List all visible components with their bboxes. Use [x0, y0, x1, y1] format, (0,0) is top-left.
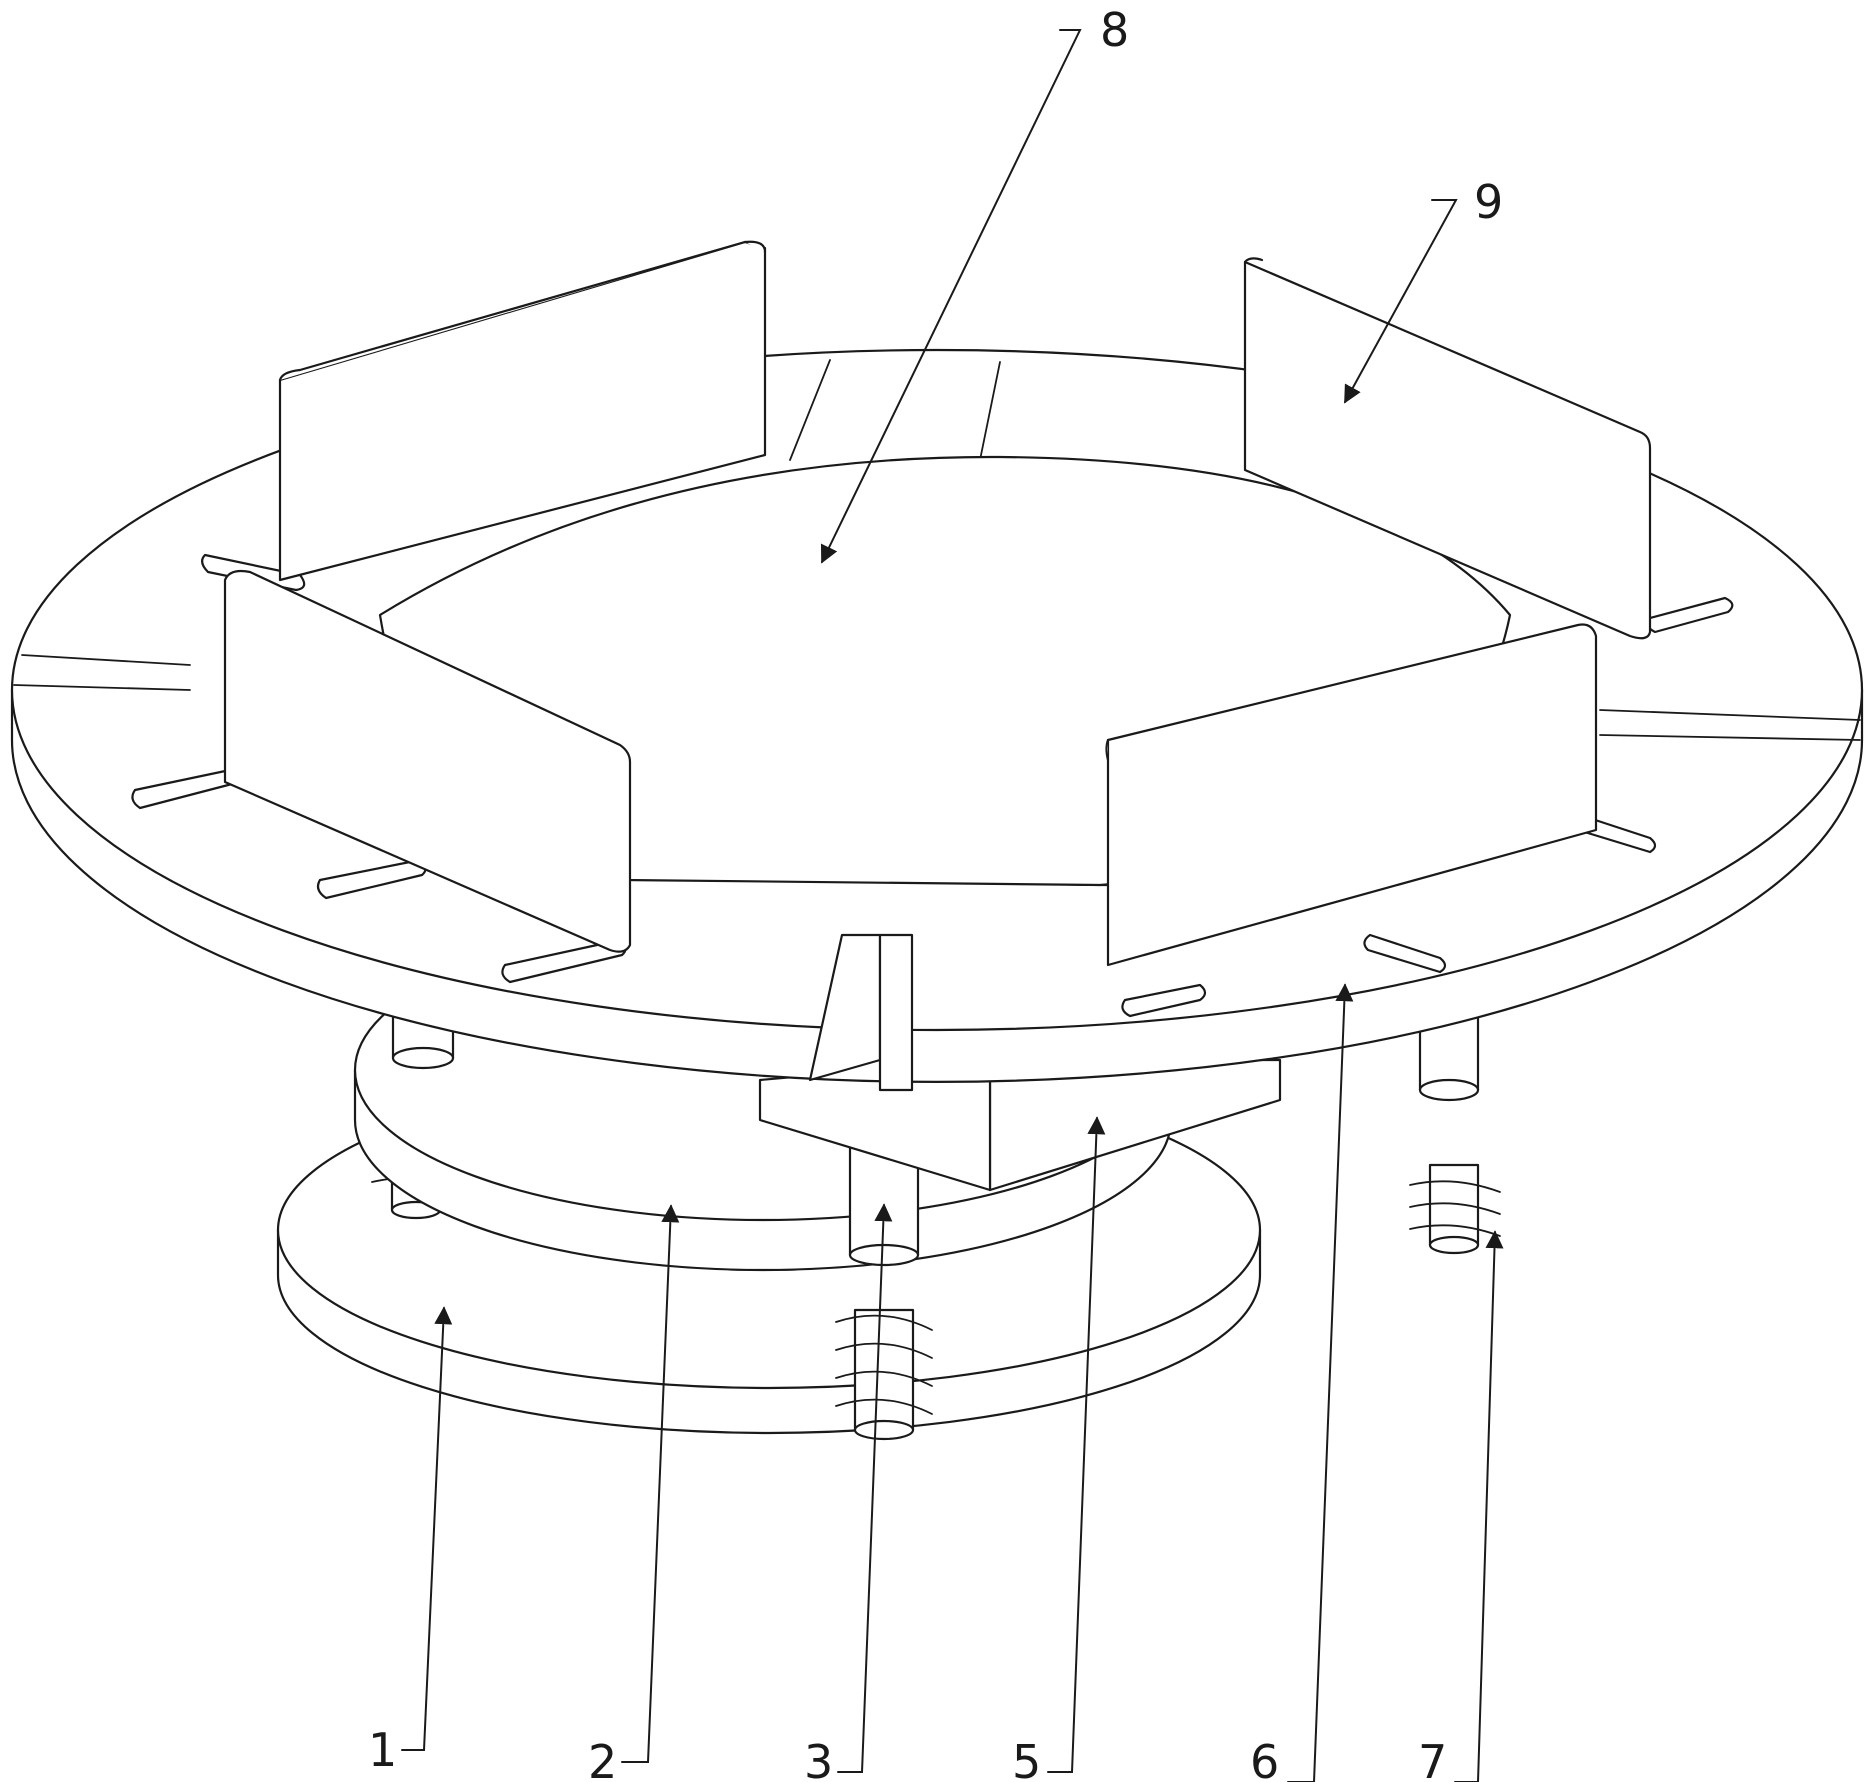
label-1: 1 — [368, 1723, 397, 1777]
spring-right — [1410, 1165, 1500, 1253]
label-3: 3 — [804, 1735, 833, 1782]
label-8: 8 — [1100, 3, 1129, 57]
label-9: 9 — [1474, 175, 1503, 229]
label-7: 7 — [1418, 1735, 1447, 1782]
label-5: 5 — [1012, 1735, 1041, 1782]
label-2: 2 — [588, 1735, 617, 1782]
label-6: 6 — [1250, 1735, 1279, 1782]
